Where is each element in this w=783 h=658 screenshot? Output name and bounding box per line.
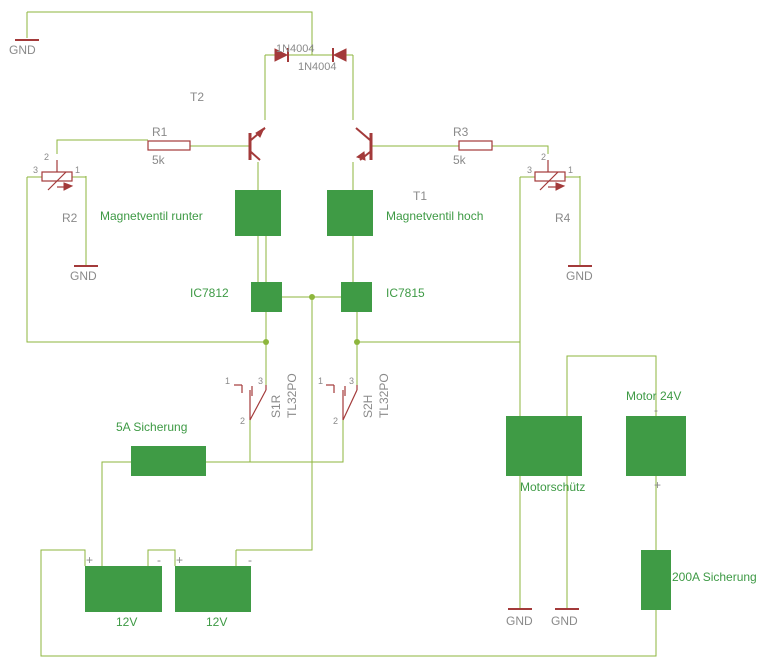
gnd-top-left: GND xyxy=(9,39,39,57)
svg-text:12V: 12V xyxy=(116,615,137,629)
svg-text:Magnetventil hoch: Magnetventil hoch xyxy=(386,209,483,223)
regulator-ic7815: IC7815 xyxy=(341,282,425,312)
svg-text:R3: R3 xyxy=(453,125,469,139)
svg-text:3: 3 xyxy=(258,376,263,386)
junctions xyxy=(263,294,360,345)
svg-text:GND: GND xyxy=(70,269,97,283)
potentiometer-r2: 2 3 1 R2 xyxy=(33,152,80,225)
svg-text:S2H: S2H xyxy=(361,395,375,418)
svg-text:5A Sicherung: 5A Sicherung xyxy=(116,420,187,434)
transistor-t2: T2 xyxy=(190,90,266,161)
svg-text:1: 1 xyxy=(75,165,80,175)
svg-text:2: 2 xyxy=(333,416,338,426)
switch-s1r: 1 3 2 S1R TL32PO xyxy=(225,373,299,426)
potentiometer-r4: 2 3 1 R4 xyxy=(527,152,573,225)
gnd-symbols: GND GND GND GND GND xyxy=(9,39,593,628)
motor-24v: Motor 24V - + xyxy=(626,389,686,492)
svg-text:2: 2 xyxy=(541,152,546,162)
gnd-r4: GND xyxy=(566,265,593,283)
switch-s2h: 1 3 2 S2H TL32PO xyxy=(318,373,391,426)
svg-text:T1: T1 xyxy=(413,189,427,203)
svg-text:IC7815: IC7815 xyxy=(386,286,425,300)
fuse-5a: 5A Sicherung xyxy=(116,420,206,476)
magnetventil-runter: Magnetventil runter xyxy=(100,190,281,236)
svg-text:+: + xyxy=(654,478,661,492)
resistor-r1: R1 5k xyxy=(147,125,191,167)
svg-text:+: + xyxy=(176,553,183,567)
fuse-200a: 200A Sicherung xyxy=(641,550,757,610)
svg-text:5k: 5k xyxy=(152,153,166,167)
gnd-bottom-2: GND xyxy=(551,608,579,628)
junction-dot xyxy=(263,339,269,345)
svg-text:Motor 24V: Motor 24V xyxy=(626,389,681,403)
magnetventil-hoch: Magnetventil hoch xyxy=(327,190,483,236)
svg-text:GND: GND xyxy=(566,269,593,283)
svg-text:3: 3 xyxy=(33,165,38,175)
diode-d2: 1N4004 xyxy=(298,48,347,73)
svg-text:1: 1 xyxy=(568,165,573,175)
svg-text:1N4004: 1N4004 xyxy=(276,43,315,55)
gnd-bottom-1: GND xyxy=(506,608,533,628)
svg-text:3: 3 xyxy=(349,376,354,386)
svg-text:R4: R4 xyxy=(555,211,571,225)
svg-text:TL32PO: TL32PO xyxy=(285,373,299,418)
svg-text:S1R: S1R xyxy=(269,394,283,418)
svg-text:-: - xyxy=(654,403,658,417)
diode-d1: 1N4004 xyxy=(274,43,315,62)
svg-text:+: + xyxy=(86,553,93,567)
svg-text:GND: GND xyxy=(551,614,578,628)
svg-text:T2: T2 xyxy=(190,90,204,104)
svg-text:3: 3 xyxy=(527,165,532,175)
regulator-ic7812: IC7812 xyxy=(190,282,282,312)
svg-text:-: - xyxy=(248,553,252,567)
svg-text:Magnetventil runter: Magnetventil runter xyxy=(100,209,203,223)
svg-text:1: 1 xyxy=(318,376,323,386)
svg-text:TL32PO: TL32PO xyxy=(377,373,391,418)
junction-dot xyxy=(309,294,315,300)
wires xyxy=(26,11,657,657)
svg-text:200A Sicherung: 200A Sicherung xyxy=(672,570,757,584)
svg-text:1N4004: 1N4004 xyxy=(298,61,337,73)
svg-text:5k: 5k xyxy=(453,153,467,167)
battery-1: + - 12V xyxy=(85,553,162,629)
svg-text:R2: R2 xyxy=(62,211,78,225)
svg-text:IC7812: IC7812 xyxy=(190,286,229,300)
svg-text:12V: 12V xyxy=(206,615,227,629)
gnd-r2: GND xyxy=(70,265,98,283)
resistor-r3: R3 5k xyxy=(453,125,493,167)
svg-text:1: 1 xyxy=(225,376,230,386)
svg-text:R1: R1 xyxy=(152,125,168,139)
svg-text:GND: GND xyxy=(506,614,533,628)
transistor-t1: T1 xyxy=(355,127,427,203)
battery-2: + - 12V xyxy=(175,553,252,629)
svg-text:2: 2 xyxy=(240,416,245,426)
svg-text:Motorschütz: Motorschütz xyxy=(520,480,585,494)
motorschuetz: Motorschütz xyxy=(506,416,585,494)
svg-text:GND: GND xyxy=(9,43,36,57)
junction-dot xyxy=(354,339,360,345)
svg-text:2: 2 xyxy=(44,152,49,162)
svg-text:-: - xyxy=(157,553,161,567)
